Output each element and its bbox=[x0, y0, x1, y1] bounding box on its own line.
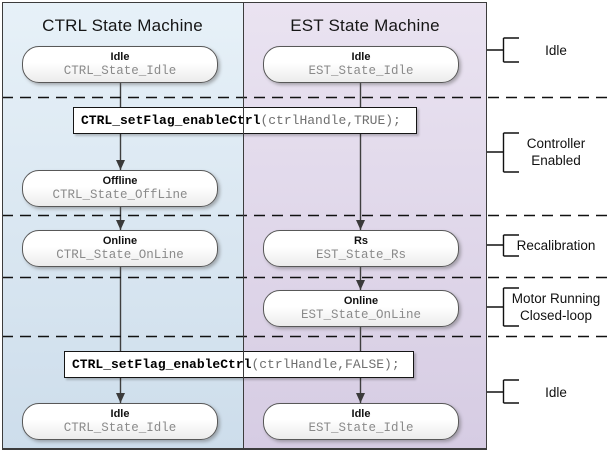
phase-label-controller-enabled: Controller Enabled bbox=[526, 136, 586, 168]
phase-label-idle-bottom: Idle bbox=[545, 384, 567, 400]
ctrl-column-title: CTRL State Machine bbox=[42, 16, 203, 35]
state-ctrl-idle-bottom: Idle CTRL_State_Idle bbox=[22, 403, 218, 440]
phase-label-motor-running: Motor Running Closed-loop bbox=[511, 291, 601, 323]
state-name-label: Rs bbox=[353, 235, 369, 247]
state-est-online: Online EST_State_OnLine bbox=[263, 290, 459, 327]
code-args: (ctrlHandle,TRUE); bbox=[260, 113, 401, 128]
phase-label-idle-top: Idle bbox=[545, 42, 567, 58]
phase-divider-lines bbox=[2, 96, 614, 338]
phase-brackets bbox=[486, 37, 519, 404]
state-id-label: EST_State_Idle bbox=[308, 421, 414, 435]
state-id-label: EST_State_Idle bbox=[308, 64, 414, 78]
bracket-icon bbox=[486, 287, 519, 327]
arrow-down-icon bbox=[116, 393, 125, 403]
state-name-label: Idle bbox=[351, 408, 371, 420]
phase-label-recalibration: Recalibration bbox=[516, 237, 596, 253]
arrow-down-icon bbox=[356, 393, 365, 403]
state-name-label: Offline bbox=[102, 175, 138, 187]
state-name-label: Idle bbox=[351, 51, 371, 63]
state-ctrl-idle-top: Idle CTRL_State_Idle bbox=[22, 46, 218, 83]
bracket-icon bbox=[486, 234, 519, 257]
code-function-name: CTRL_setFlag_enableCtrl bbox=[72, 357, 252, 372]
state-est-rs: Rs EST_State_Rs bbox=[263, 230, 459, 267]
code-function-name: CTRL_setFlag_enableCtrl bbox=[81, 113, 261, 128]
state-ctrl-online: Online CTRL_State_OnLine bbox=[22, 230, 218, 267]
bracket-icon bbox=[486, 379, 519, 404]
arrowheads bbox=[116, 160, 365, 403]
state-name-label: Online bbox=[102, 235, 138, 247]
state-id-label: EST_State_OnLine bbox=[300, 308, 422, 322]
column-divider bbox=[243, 2, 244, 450]
state-id-label: CTRL_State_Idle bbox=[63, 421, 177, 435]
arrow-down-icon bbox=[116, 220, 125, 230]
state-name-label: Idle bbox=[110, 408, 130, 420]
bracket-icon bbox=[486, 37, 519, 63]
state-est-idle-bottom: Idle EST_State_Idle bbox=[263, 403, 459, 440]
state-id-label: CTRL_State_OnLine bbox=[56, 248, 184, 262]
state-est-idle-top: Idle EST_State_Idle bbox=[263, 46, 459, 83]
bracket-icon bbox=[486, 132, 519, 173]
arrow-down-icon bbox=[116, 160, 125, 170]
code-call-enable-true: CTRL_setFlag_enableCtrl(ctrlHandle,TRUE)… bbox=[73, 107, 417, 134]
state-id-label: CTRL_State_OffLine bbox=[52, 188, 188, 202]
state-id-label: EST_State_Rs bbox=[315, 248, 406, 262]
state-name-label: Online bbox=[343, 295, 379, 307]
code-args: (ctrlHandle,FALSE); bbox=[251, 357, 400, 372]
arrow-down-icon bbox=[356, 280, 365, 290]
arrow-down-icon bbox=[356, 220, 365, 230]
state-id-label: CTRL_State_Idle bbox=[63, 64, 177, 78]
est-column-title: EST State Machine bbox=[290, 16, 440, 35]
code-call-enable-false: CTRL_setFlag_enableCtrl(ctrlHandle,FALSE… bbox=[64, 351, 414, 378]
state-name-label: Idle bbox=[110, 51, 130, 63]
state-ctrl-offline: Offline CTRL_State_OffLine bbox=[22, 170, 218, 207]
